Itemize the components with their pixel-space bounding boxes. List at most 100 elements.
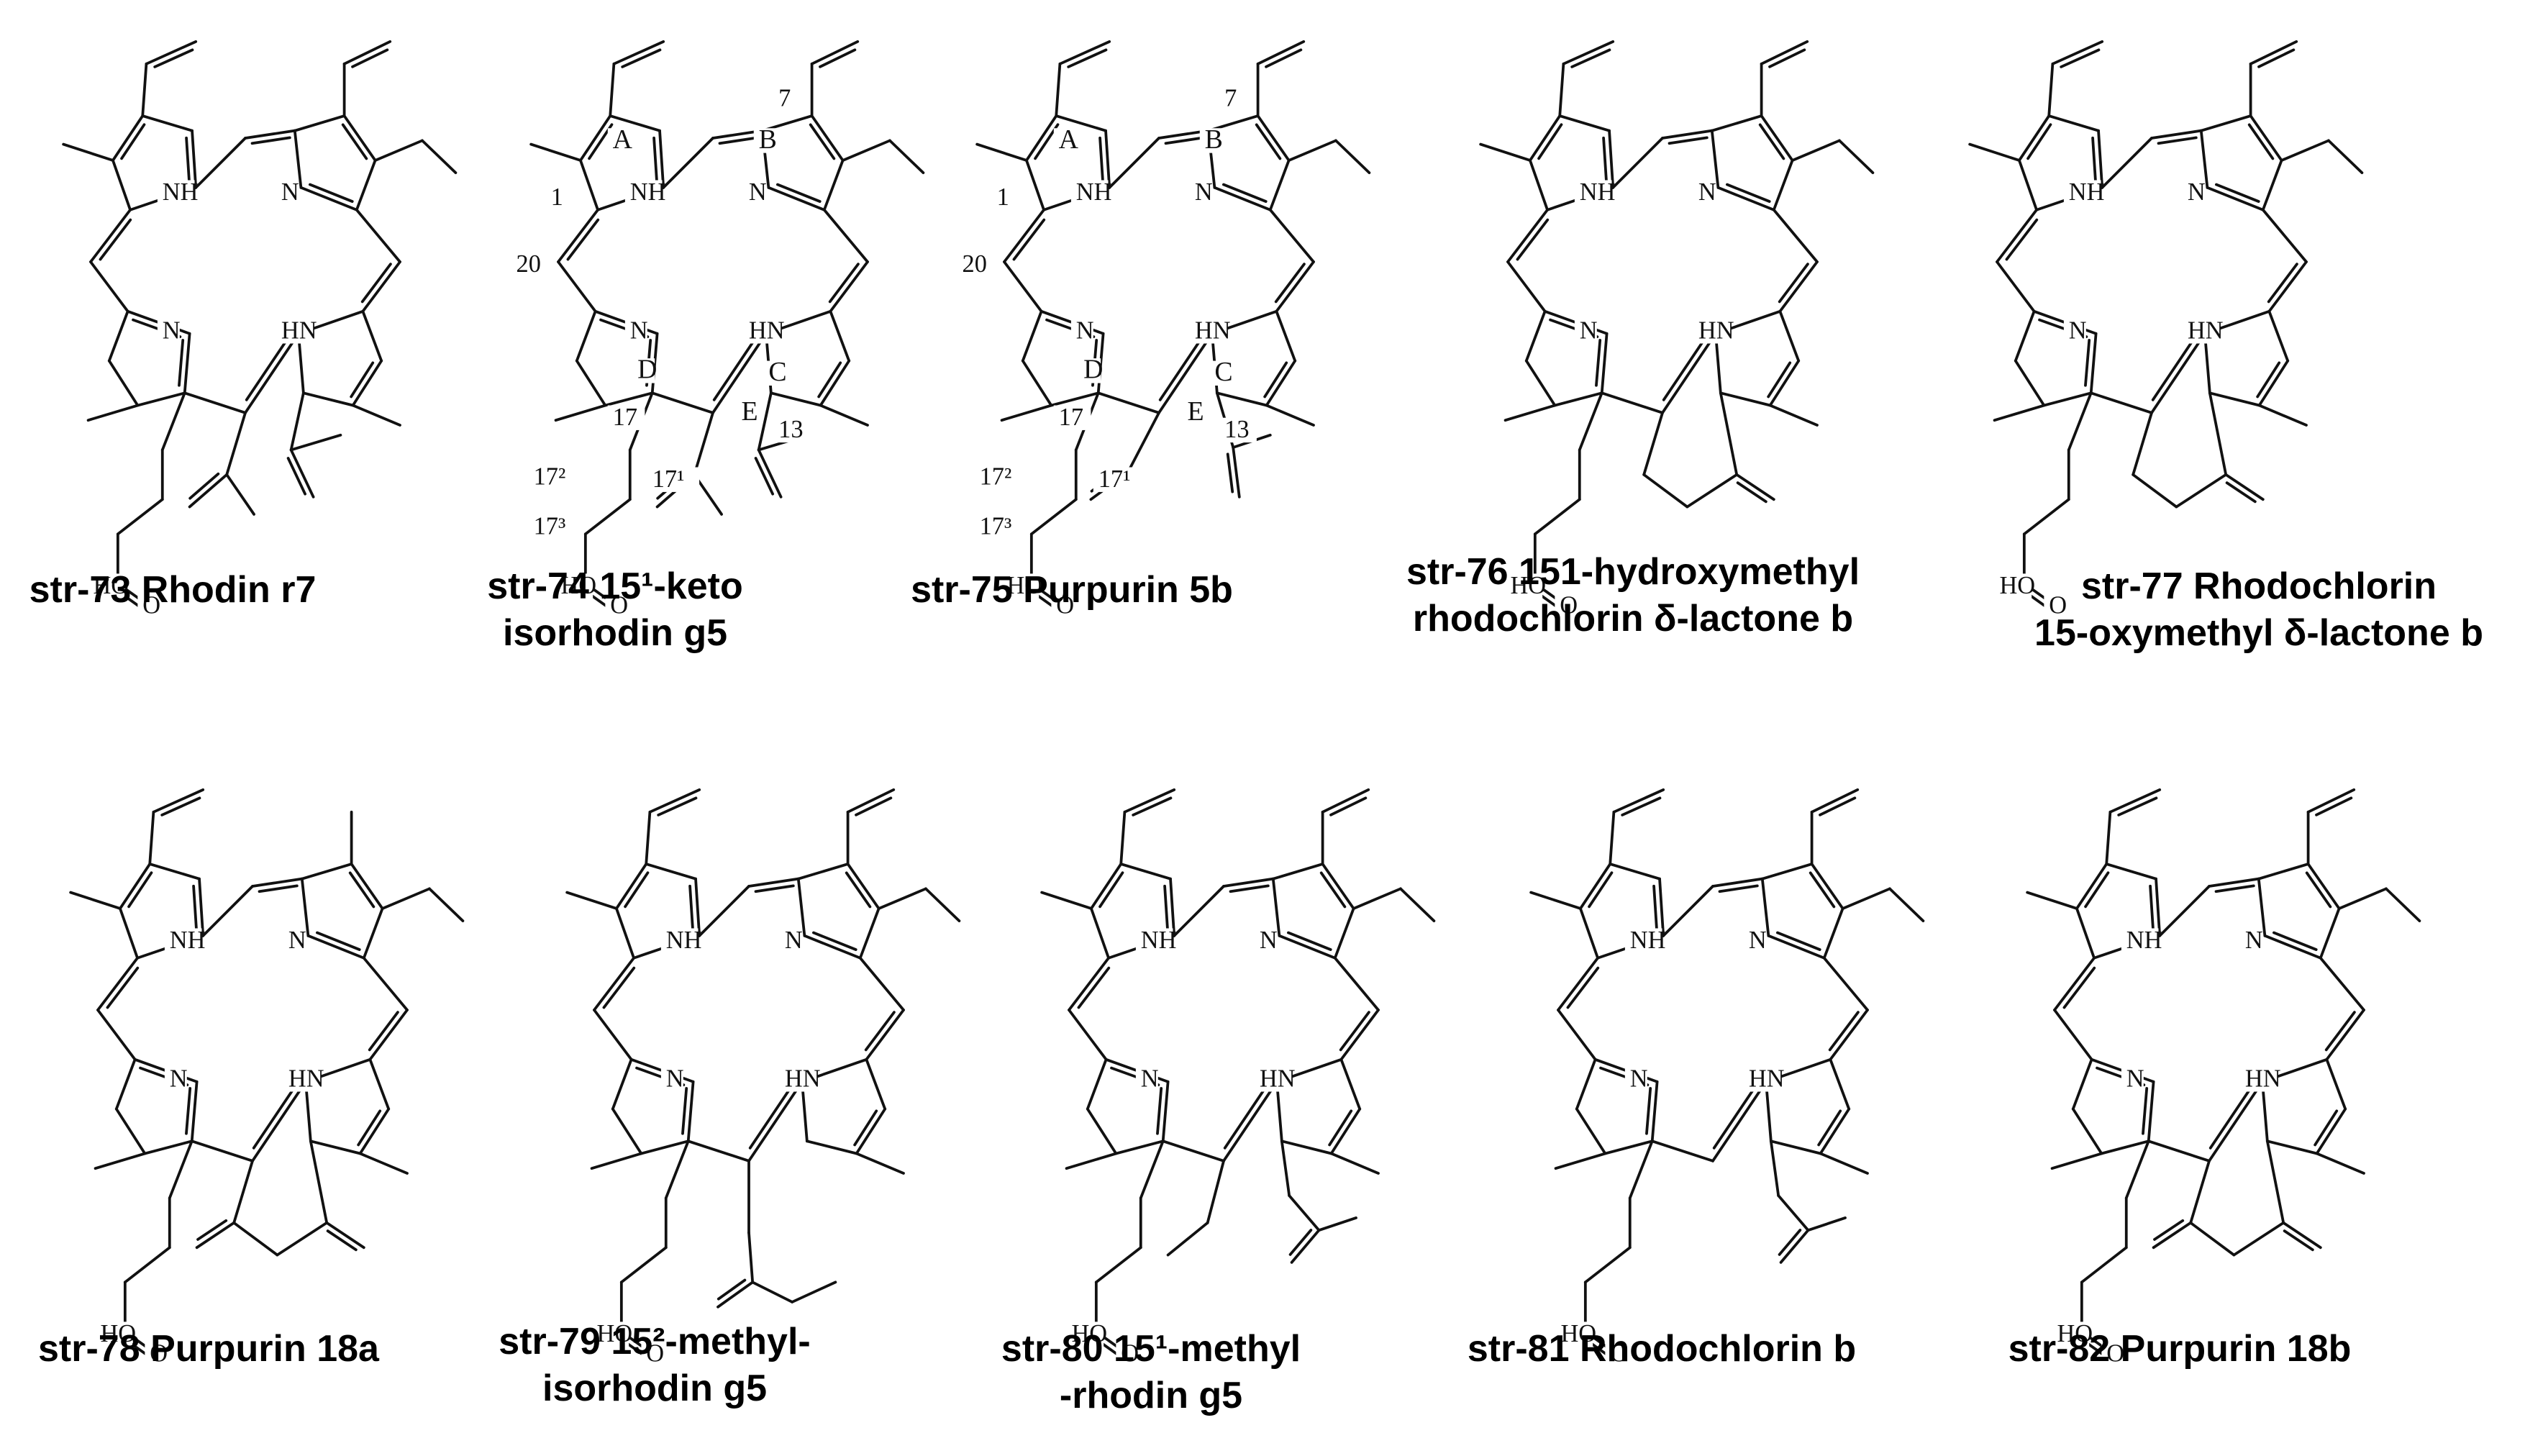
- bond: [1215, 391, 1268, 407]
- double-bond: [1158, 338, 1202, 401]
- bond: [975, 142, 1028, 162]
- bond: [1025, 159, 1045, 211]
- bond: [2150, 332, 2206, 414]
- double-bond: [845, 871, 872, 909]
- ring-label-b: B: [759, 124, 777, 155]
- bond: [650, 391, 714, 414]
- bond: [1888, 887, 1925, 923]
- bond: [593, 1009, 633, 1061]
- bond: [2018, 114, 2051, 162]
- bond: [136, 391, 186, 407]
- double-bond: [1163, 884, 1169, 931]
- bond: [183, 332, 191, 395]
- n-label: N: [281, 178, 299, 206]
- double-bond: [1077, 966, 1111, 1009]
- ho-label: HO: [1510, 572, 1546, 599]
- double-bond: [1221, 183, 1268, 203]
- bond: [2306, 863, 2341, 910]
- position-20: 20: [517, 250, 541, 278]
- bond: [2132, 473, 2178, 509]
- n-label: N: [1195, 178, 1213, 206]
- bond: [301, 391, 355, 407]
- bond: [244, 129, 296, 140]
- nh-label: NH: [1630, 927, 1666, 954]
- bond: [1333, 907, 1355, 960]
- bond: [796, 877, 806, 937]
- bond: [1557, 956, 1599, 1011]
- bond: [1399, 887, 1436, 923]
- bond: [1806, 1216, 1847, 1232]
- double-bond: [1098, 136, 1104, 183]
- caption-str-74-line-2: isorhodin g5: [503, 612, 727, 654]
- double-bond: [153, 48, 194, 68]
- bond: [362, 956, 409, 1011]
- bond: [1096, 391, 1160, 414]
- bond: [183, 391, 247, 414]
- n-label: N: [2245, 927, 2263, 954]
- double-bond: [2157, 136, 2198, 145]
- double-bond: [1274, 263, 1306, 304]
- double-bond: [1712, 1086, 1756, 1150]
- position-17: 17: [613, 404, 637, 431]
- double-bond: [245, 338, 288, 401]
- bond: [1554, 1152, 1607, 1170]
- bond: [62, 142, 114, 162]
- o-label: O: [1610, 1339, 1628, 1367]
- bond: [1533, 498, 1581, 536]
- double-bond: [2314, 1109, 2339, 1147]
- bond: [590, 1152, 643, 1170]
- double-bond: [681, 1087, 688, 1135]
- position-17: 17: [1059, 404, 1083, 431]
- bond: [232, 1221, 279, 1257]
- double-bond: [1602, 136, 1608, 183]
- double-bond: [350, 361, 375, 399]
- bond: [152, 788, 205, 814]
- caption-str-77-line-2: 15-oxymethyl δ-lactone b: [2034, 612, 2483, 654]
- double-bond: [351, 48, 389, 68]
- bond: [362, 907, 384, 960]
- bond: [554, 404, 607, 422]
- bond: [2325, 1009, 2365, 1061]
- bond: [2047, 62, 2055, 117]
- bond: [1065, 1152, 1118, 1170]
- bond: [2265, 1139, 2319, 1155]
- double-bond: [748, 1086, 792, 1150]
- bond: [1287, 139, 1337, 162]
- bond: [1662, 885, 1714, 937]
- bond: [1169, 877, 1176, 937]
- double-bond: [2060, 48, 2101, 68]
- bond: [1609, 810, 1616, 865]
- bond: [664, 1139, 690, 1200]
- double-bond: [1662, 338, 1706, 401]
- bond: [325, 1221, 365, 1250]
- bond: [557, 260, 597, 313]
- nh-label: NH: [630, 178, 666, 206]
- bond: [615, 863, 648, 910]
- bond: [1772, 159, 1794, 211]
- bond: [694, 877, 701, 937]
- ho-label: HO: [1560, 1320, 1596, 1347]
- caption-str-79-line-2: isorhodin g5: [542, 1368, 767, 1409]
- bond: [2189, 1159, 2211, 1224]
- bond: [2315, 1152, 2365, 1175]
- bond: [2097, 129, 2104, 189]
- bond: [1658, 877, 1665, 937]
- bond: [819, 404, 869, 427]
- double-bond: [828, 263, 860, 304]
- bond: [1777, 1194, 1810, 1232]
- double-bond: [341, 123, 368, 160]
- bond: [1161, 1139, 1225, 1162]
- bond: [686, 1080, 695, 1143]
- bond: [686, 1139, 750, 1162]
- caption-str-76-line-2: rhodochlorin δ-lactone b: [1412, 598, 1854, 640]
- double-bond: [185, 136, 191, 183]
- bond: [89, 208, 132, 263]
- bond: [1021, 359, 1053, 407]
- n-label: N: [2069, 317, 2087, 345]
- bond: [112, 114, 145, 162]
- bond: [1575, 1057, 1597, 1111]
- caption-str-78-line-1: str-78 Purpurin 18a: [38, 1328, 379, 1370]
- double-bond: [1229, 884, 1270, 893]
